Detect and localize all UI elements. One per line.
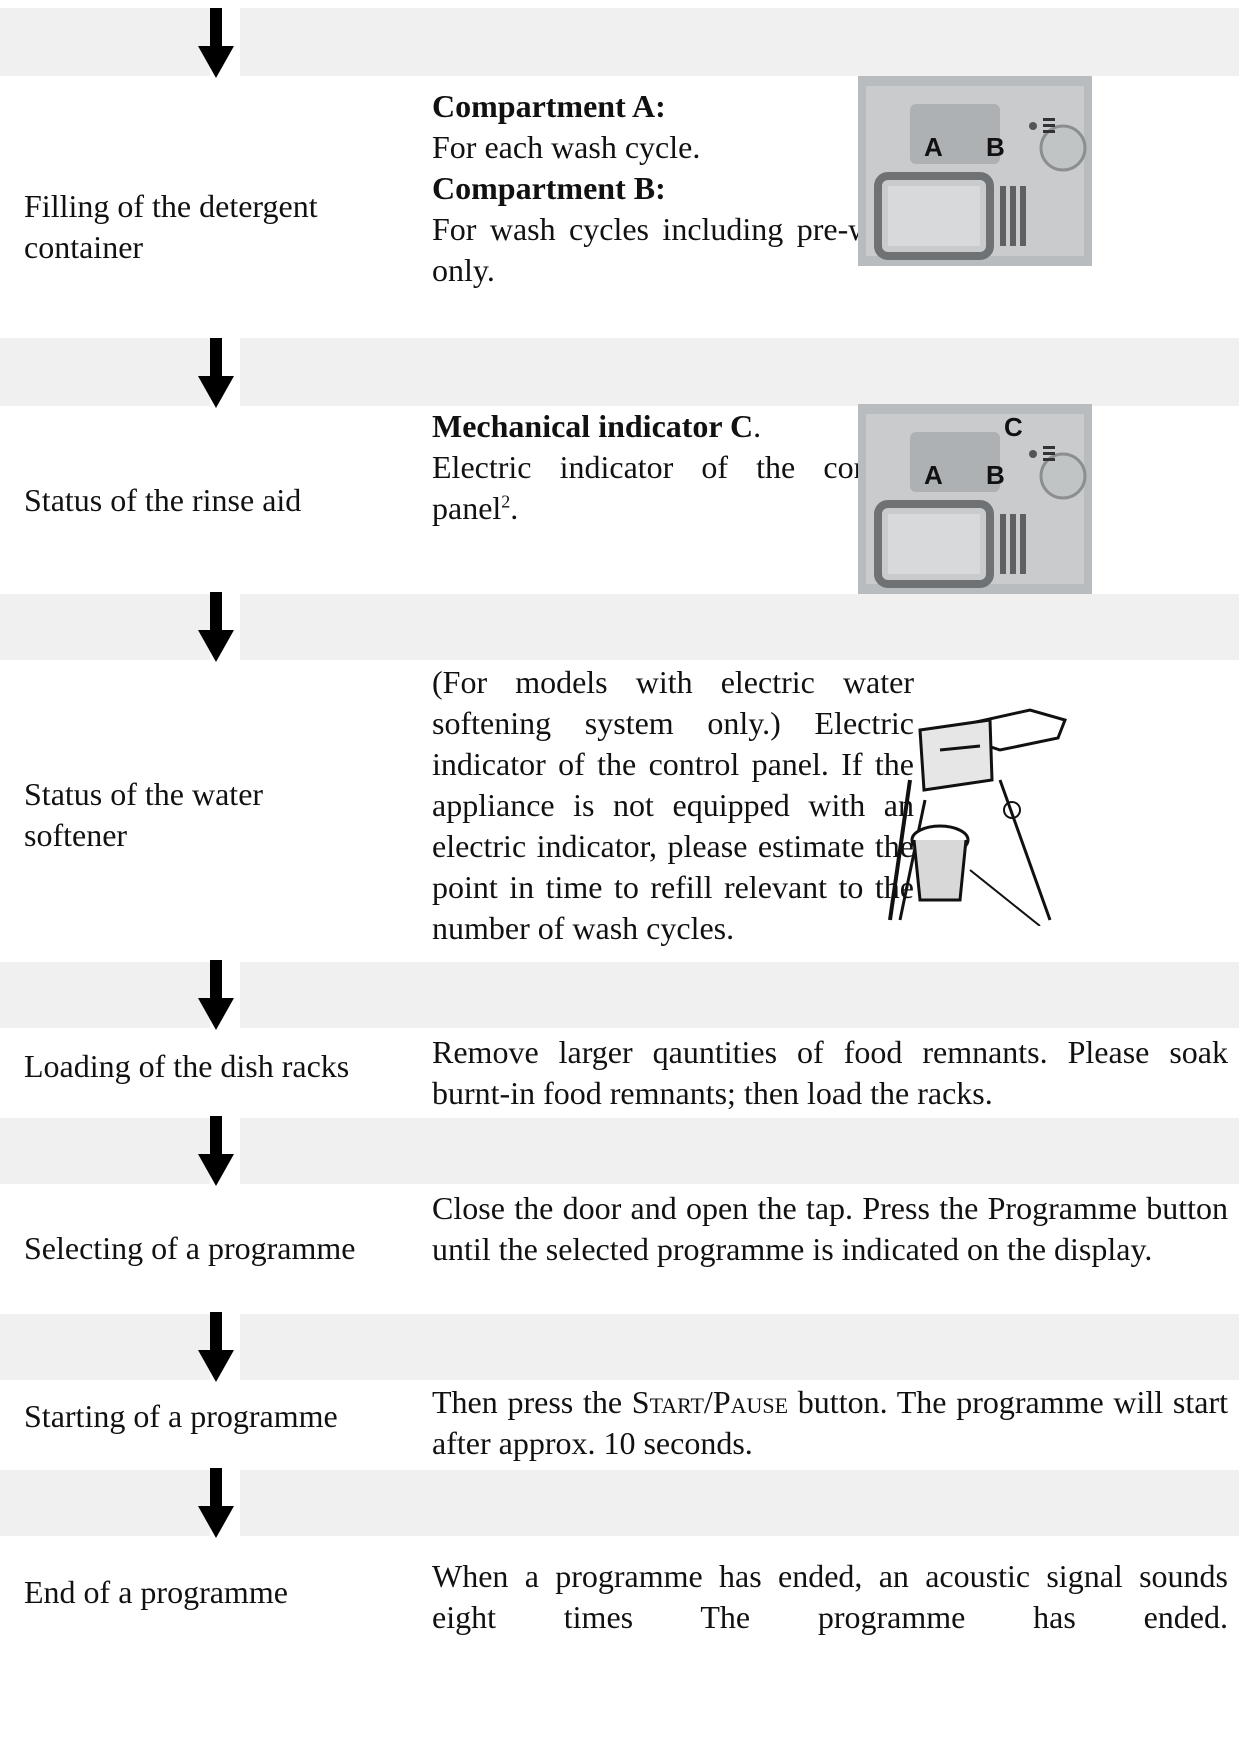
arrow-band <box>0 594 1239 660</box>
arrow-band <box>0 338 1239 406</box>
down-arrow-icon <box>198 1116 234 1186</box>
compartment-b-text: For wash cycles including pre-wash only. <box>432 211 914 288</box>
step-label-selecting: Selecting of a programme <box>24 1230 356 1266</box>
arrow-band <box>0 962 1239 1028</box>
arrow-band <box>0 1314 1239 1380</box>
step-text-detergent: Compartment A: For each wash cycle. Comp… <box>432 86 914 291</box>
step-text-selecting: Close the door and open the tap. Press t… <box>432 1190 1228 1267</box>
step-label-loading: Loading of the dish racks <box>24 1048 350 1084</box>
step-label-rinse-aid: Status of the rinse aid <box>24 482 302 518</box>
step-text-loading: Remove larger qauntities of food remnant… <box>432 1034 1228 1111</box>
step-text-starting: Then press the Start/Pause button. The p… <box>432 1384 1229 1461</box>
down-arrow-icon <box>198 592 234 662</box>
start-pause-button-name: Start/Pause <box>631 1384 789 1420</box>
down-arrow-icon <box>198 960 234 1030</box>
step-text-end: When a programme has ended, an acoustic … <box>432 1558 1228 1635</box>
compartment-a-text: For each wash cycle. <box>432 129 701 165</box>
arrow-band <box>0 1118 1239 1184</box>
indicator-c-heading: Mechanical indicator C <box>432 408 754 444</box>
step-label-starting: Starting of a programme <box>24 1398 338 1434</box>
down-arrow-icon <box>198 338 234 408</box>
figure-label-c: C <box>1004 412 1023 442</box>
arrow-band <box>0 1470 1239 1536</box>
compartment-a-heading: Compartment A: <box>432 88 666 124</box>
step-label-detergent: Filling of the detergent container <box>24 188 318 265</box>
detergent-dispenser-image: A B <box>858 76 1092 266</box>
step-label-water-softener: Status of the water softener <box>24 776 264 853</box>
down-arrow-icon <box>198 1312 234 1382</box>
compartment-b-heading: Compartment B: <box>432 170 666 206</box>
step-label-end: End of a programme <box>24 1574 288 1610</box>
figure-label-b: B <box>986 132 1005 162</box>
down-arrow-icon <box>198 8 234 78</box>
footnote-mark: 2 <box>501 491 511 512</box>
down-arrow-icon <box>198 1468 234 1538</box>
figure-label-b: B <box>986 460 1005 490</box>
figure-label-a: A <box>924 460 943 490</box>
rinse-aid-dispenser-image: A B C <box>858 404 1092 594</box>
step-text-water-softener: (For models with electric water softenin… <box>432 664 914 946</box>
arrow-band <box>0 8 1239 76</box>
water-softener-image <box>888 708 1067 926</box>
step-text-rinse-aid: Mechanical indicator C. Electric indicat… <box>432 408 914 526</box>
figure-label-a: A <box>924 132 943 162</box>
